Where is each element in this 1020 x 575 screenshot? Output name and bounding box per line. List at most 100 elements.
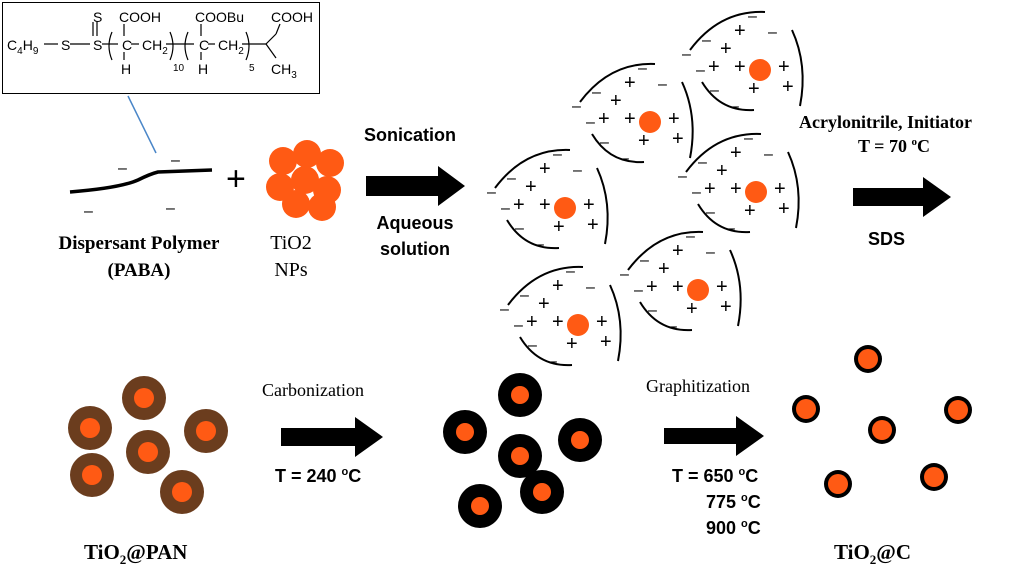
positive-charge: + bbox=[672, 128, 684, 150]
negative-charge: – bbox=[507, 170, 516, 187]
formula-bonds bbox=[44, 22, 281, 61]
tio2-nanoparticle bbox=[269, 147, 297, 175]
positive-charge: + bbox=[720, 38, 732, 60]
positive-charge: + bbox=[610, 90, 622, 112]
negative-charge: – bbox=[768, 24, 777, 41]
negative-charge: – bbox=[566, 263, 575, 280]
polymer-charge: – bbox=[166, 200, 175, 217]
micelle-core-nanoparticle bbox=[687, 279, 709, 301]
tio2-core bbox=[533, 483, 551, 501]
negative-charge: – bbox=[706, 204, 715, 221]
positive-charge: + bbox=[782, 76, 794, 98]
positive-charge: + bbox=[730, 142, 742, 164]
formula-s2: S bbox=[93, 37, 103, 53]
negative-charge: – bbox=[764, 146, 773, 163]
formula-ch2b: CH2 bbox=[218, 37, 244, 57]
arrow-graphitization bbox=[664, 416, 764, 456]
tio2-core bbox=[80, 418, 100, 438]
sds-label: SDS bbox=[868, 229, 906, 249]
positive-charge: + bbox=[624, 72, 636, 94]
aqueous-solution-label: Aqueous solution bbox=[376, 213, 454, 259]
negative-charge: – bbox=[730, 98, 739, 115]
positive-charge: + bbox=[638, 130, 650, 152]
micelle-polymer-arc bbox=[689, 10, 766, 51]
negative-charge: – bbox=[528, 337, 537, 354]
negative-charge: – bbox=[658, 76, 667, 93]
negative-charge: – bbox=[586, 114, 595, 131]
micelle-polymer-arc bbox=[701, 81, 755, 112]
formula-connector-line bbox=[127, 95, 157, 154]
arrow-sonication bbox=[366, 166, 465, 206]
carbonization-label: Carbonization bbox=[262, 380, 364, 400]
formula-cooh2: COOH bbox=[271, 9, 313, 25]
graphitization-label: Graphitization bbox=[646, 376, 750, 396]
positive-charge: + bbox=[734, 56, 746, 78]
negative-charge: – bbox=[573, 162, 582, 179]
negative-charge: – bbox=[682, 46, 691, 63]
positive-charge: + bbox=[553, 216, 565, 238]
tio2-core bbox=[134, 388, 154, 408]
formula-ch2a: CH2 bbox=[142, 37, 168, 57]
positive-charge: + bbox=[624, 108, 636, 130]
micelle-core-nanoparticle bbox=[554, 197, 576, 219]
tio2-core bbox=[858, 349, 878, 369]
formula-coobu: COOBu bbox=[195, 9, 245, 25]
tio2-core bbox=[138, 442, 158, 462]
negative-charge: – bbox=[744, 130, 753, 147]
positive-charge: + bbox=[668, 108, 680, 130]
positive-charge: + bbox=[744, 200, 756, 222]
tio2-core bbox=[511, 386, 529, 404]
temperature-240-label: T = 240 oC bbox=[275, 466, 362, 486]
tio2-core bbox=[471, 497, 489, 515]
positive-charge: + bbox=[774, 178, 786, 200]
negative-charge: – bbox=[698, 154, 707, 171]
positive-charge: + bbox=[708, 56, 720, 78]
formula-n5: 5 bbox=[249, 63, 255, 74]
micelle-group bbox=[494, 10, 804, 367]
plus-sign: + bbox=[226, 160, 246, 198]
positive-charge: + bbox=[538, 293, 550, 315]
tio2-nanoparticle bbox=[282, 190, 310, 218]
positive-charge: + bbox=[704, 178, 716, 200]
formula-c1: C bbox=[122, 37, 133, 53]
micelle-polymer-arc bbox=[685, 132, 762, 173]
positive-charge: + bbox=[596, 311, 608, 333]
negative-charge: – bbox=[726, 220, 735, 237]
tio2-c-label: TiO2@C bbox=[834, 540, 911, 568]
micelle-core-nanoparticle bbox=[567, 314, 589, 336]
tio2-core bbox=[948, 400, 968, 420]
formula-box: C4H9 S S S COOH C H CH2 10 COOBu C H CH2… bbox=[2, 2, 320, 94]
tio2-core bbox=[511, 447, 529, 465]
tio2-core bbox=[828, 474, 848, 494]
micelle-polymer-arc bbox=[681, 81, 694, 159]
tio2-np-cluster bbox=[266, 140, 344, 221]
negative-charge: – bbox=[620, 266, 629, 283]
micelle-polymer-arc bbox=[591, 133, 645, 164]
positive-charge: + bbox=[778, 198, 790, 220]
negative-charge: – bbox=[553, 146, 562, 163]
negative-charge: – bbox=[520, 287, 529, 304]
dispersant-polymer-label: Dispersant Polymer (PABA) bbox=[58, 233, 220, 281]
positive-charge: + bbox=[734, 20, 746, 42]
negative-charge: – bbox=[514, 317, 523, 334]
negative-charge: – bbox=[634, 282, 643, 299]
tio2-core bbox=[172, 482, 192, 502]
tio2-core bbox=[196, 421, 216, 441]
formula-h1: H bbox=[121, 61, 132, 77]
micelle-polymer-arc bbox=[627, 230, 704, 271]
micelle-polymer-arc bbox=[507, 265, 584, 306]
positive-charge: + bbox=[539, 158, 551, 180]
tio2-nanoparticle bbox=[308, 193, 336, 221]
arrow-polymerization bbox=[853, 177, 951, 217]
negative-charge: – bbox=[572, 98, 581, 115]
acrylonitrile-initiator-label: Acrylonitrile, Initiator bbox=[799, 112, 972, 132]
negative-charge: – bbox=[702, 32, 711, 49]
positive-charge: + bbox=[686, 298, 698, 320]
temperature-70-label: T = 70 oC bbox=[858, 136, 930, 156]
negative-charge: – bbox=[668, 318, 677, 335]
micelle-polymer-arc bbox=[787, 151, 800, 229]
micelle-polymer-arc bbox=[697, 203, 751, 234]
positive-charge: + bbox=[600, 331, 612, 353]
negative-charge: – bbox=[710, 82, 719, 99]
